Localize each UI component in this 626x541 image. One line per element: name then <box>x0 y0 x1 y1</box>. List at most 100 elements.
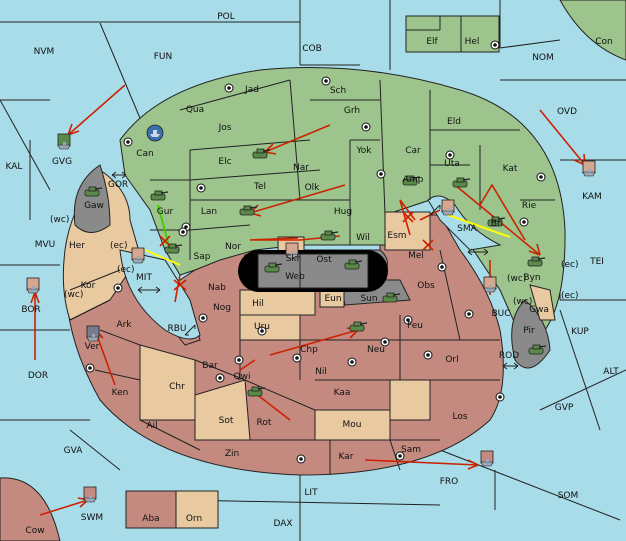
province-label: Gaw <box>84 201 104 211</box>
province-gaw[interactable] <box>73 164 111 233</box>
province-label: Kaa <box>334 388 351 398</box>
supply-center-dot <box>493 43 497 47</box>
inner-sea-mit[interactable] <box>119 249 201 340</box>
province-label: Sam <box>401 445 421 455</box>
province-label: Skr <box>286 254 301 264</box>
fleet-unit-icon[interactable] <box>83 486 97 503</box>
province-gwa[interactable] <box>529 284 556 321</box>
army-unit-icon[interactable] <box>247 386 266 397</box>
province-label: DAX <box>273 519 292 529</box>
province-label: Qua <box>186 105 204 115</box>
fleet-unit-icon[interactable] <box>441 199 455 216</box>
province-label: Pir <box>523 326 535 336</box>
province-label: Olk <box>305 183 321 193</box>
supply-center-dot <box>116 286 120 290</box>
province-label: Nar <box>293 163 309 173</box>
province-label: TEI <box>589 257 604 267</box>
army-unit-icon[interactable] <box>349 321 368 332</box>
province-elf[interactable] <box>405 15 462 53</box>
supply-center-dot <box>364 125 368 129</box>
province-label: Obs <box>417 281 435 291</box>
fleet-unit-icon[interactable] <box>285 242 299 259</box>
supply-center-dot <box>398 454 402 458</box>
province-label: COB <box>302 44 322 54</box>
province-label: Jos <box>218 123 232 133</box>
army-unit-icon[interactable] <box>382 292 401 303</box>
province-label: Amp <box>403 175 424 185</box>
province-label: GVP <box>555 403 574 413</box>
coast-label: (wc) <box>50 215 69 225</box>
army-unit-icon[interactable] <box>402 175 421 186</box>
province-label: Mou <box>343 420 362 430</box>
province-label: SWM <box>81 513 103 523</box>
army-unit-icon[interactable] <box>527 256 546 267</box>
province-aba[interactable] <box>125 490 177 529</box>
army-unit-icon[interactable] <box>239 205 258 216</box>
supply-center-dot <box>379 172 383 176</box>
province-label: ALT <box>603 367 619 377</box>
province-label: GVG <box>52 157 72 167</box>
province-label: Orl <box>445 355 458 365</box>
province-esm[interactable] <box>384 211 431 251</box>
fleet-unit-icon[interactable] <box>582 160 596 177</box>
province-kaa-south[interactable] <box>389 379 431 421</box>
army-unit-icon[interactable] <box>487 216 506 227</box>
supply-center-dot <box>88 366 92 370</box>
army-unit-icon[interactable] <box>452 177 471 188</box>
supply-center-dot <box>184 225 188 229</box>
army-unit-icon[interactable] <box>252 148 271 159</box>
army-unit-icon[interactable] <box>528 344 547 355</box>
army-unit-icon[interactable] <box>264 262 283 273</box>
province-con[interactable] <box>559 0 626 61</box>
province-label: Grh <box>344 106 360 116</box>
army-unit-icon[interactable] <box>84 186 103 197</box>
supply-center-dot <box>448 153 452 157</box>
province-label: Uta <box>444 159 460 169</box>
province-label: RBU <box>167 324 186 334</box>
province-label: Eun <box>324 294 341 304</box>
province-label: Kat <box>503 164 518 174</box>
fleet-unit-icon[interactable] <box>480 450 494 467</box>
province-orn[interactable] <box>175 490 219 529</box>
province-chr[interactable] <box>139 344 196 421</box>
supply-center-dot <box>126 140 130 144</box>
province-label: Qwi <box>234 372 251 382</box>
province-uru[interactable] <box>239 314 301 341</box>
province-label: Gur <box>157 207 174 217</box>
supply-center-dot <box>218 376 222 380</box>
province-label: Hug <box>334 207 352 217</box>
province-label: Jad <box>244 85 259 95</box>
fleet-unit-icon[interactable] <box>483 276 497 293</box>
province-label: LIT <box>304 488 318 498</box>
coast-label: (ec) <box>561 260 579 270</box>
army-unit-icon[interactable] <box>150 190 169 201</box>
army-unit-icon[interactable] <box>344 259 363 270</box>
province-label: Sap <box>194 252 211 262</box>
province-label: KAM <box>582 192 602 202</box>
units <box>26 124 596 503</box>
fleet-unit-icon[interactable] <box>86 325 100 342</box>
convoy-line <box>157 204 171 251</box>
supply-center-dot <box>260 329 264 333</box>
province-label: ROD <box>499 351 519 361</box>
province-label: Mel <box>408 251 424 261</box>
support-line <box>144 249 181 266</box>
coast-label: (ec) <box>117 265 135 275</box>
province-label: BOR <box>21 305 40 315</box>
fleet-unit-icon[interactable] <box>57 133 71 150</box>
army-unit-icon[interactable] <box>320 230 339 241</box>
province-label: GVA <box>64 446 84 456</box>
fleet-unit-icon[interactable] <box>131 247 145 264</box>
province-label: Web <box>285 272 305 282</box>
coast-label: (ec) <box>110 241 128 251</box>
coast-label: (ec) <box>561 291 579 301</box>
fleet-unit-icon[interactable] <box>26 277 40 294</box>
province-label: Con <box>595 37 613 47</box>
supply-center-dot <box>201 316 205 320</box>
fleet-unit-icon[interactable] <box>146 124 164 142</box>
province-label: DOR <box>28 371 48 381</box>
province-label: Kor <box>81 281 96 291</box>
province-label: SOM <box>558 491 579 501</box>
army-unit-icon[interactable] <box>164 243 183 254</box>
